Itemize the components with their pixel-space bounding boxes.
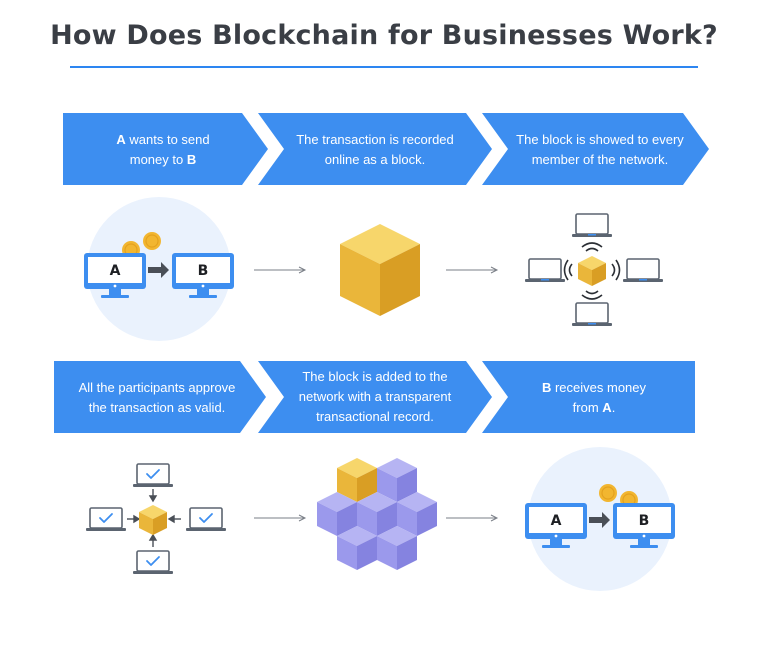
- step-2-text: The transaction is recorded online as a b…: [296, 132, 454, 167]
- laptop-icon: [622, 258, 664, 283]
- laptop-check-icon: [132, 550, 174, 575]
- step-1-line-2-run: B: [187, 152, 196, 167]
- step-1-text: A wants to send money to B: [116, 132, 209, 167]
- step-5-banner: The block is added to the network with a …: [258, 361, 492, 433]
- step-2-line-1-run: The transaction is recorded: [296, 132, 454, 147]
- laptop-check-icon: [132, 463, 174, 488]
- broadcast-network-illustration: [524, 213, 664, 327]
- step-5-line-3-run: transactional record.: [316, 409, 434, 424]
- step-1-line-1-run: wants to send: [126, 132, 210, 147]
- coin-icon: [142, 231, 162, 251]
- receiver-label: B: [198, 263, 209, 279]
- step-6-line-2-run: .: [612, 400, 616, 415]
- step-3-text: The block is showed to every member of th…: [516, 132, 684, 167]
- title-underline: [70, 66, 698, 68]
- step-4-banner: All the participants approve the transact…: [54, 361, 266, 433]
- step-6-line-1-run: B: [542, 380, 551, 395]
- coin-icon: [598, 483, 618, 503]
- sender-label: A: [551, 513, 562, 529]
- step-6-banner: B receives money from A.: [482, 361, 695, 433]
- arrow-right-icon: [148, 262, 169, 278]
- step-5-line-2-run: network with a transparent: [299, 389, 452, 404]
- step-6-line-2-run: from: [573, 400, 603, 415]
- step-6-line-1-run: receives money: [551, 380, 646, 395]
- step-4-line-2-run: the transaction as valid.: [89, 400, 226, 415]
- arrow-icon: [127, 489, 181, 547]
- step-6-line-2-run: A: [602, 400, 612, 415]
- step-4-text: All the participants approve the transact…: [79, 380, 236, 415]
- step-1-banner: A wants to send money to B: [63, 113, 268, 185]
- step-5-text: The block is added to the network with a …: [299, 369, 452, 424]
- connector-arrow-icon: [445, 266, 498, 274]
- step-3-line-2-run: member of the network.: [532, 152, 669, 167]
- connector-arrow-icon: [253, 514, 306, 522]
- sender-label: A: [110, 263, 121, 279]
- step-5-line-1-run: The block is added to the: [302, 369, 447, 384]
- step-3-line-1-run: The block is showed to every: [516, 132, 684, 147]
- step-3-banner: The block is showed to every member of th…: [482, 113, 709, 185]
- laptop-icon: [524, 258, 566, 283]
- validation-network-illustration: [85, 463, 227, 575]
- laptop-check-icon: [85, 507, 127, 532]
- step-4-line-1-run: All the participants approve: [79, 380, 236, 395]
- step-1-line-2-run: money to: [130, 152, 187, 167]
- page-title: How Does Blockchain for Businesses Work?: [50, 20, 718, 51]
- laptop-icon: [571, 213, 613, 238]
- arrow-right-icon: [589, 512, 610, 528]
- laptop-icon: [571, 302, 613, 327]
- step-2-line-2-run: online as a block.: [325, 152, 425, 167]
- block-cube-icon: [578, 256, 606, 286]
- receiver-label: B: [639, 513, 650, 529]
- block-cluster-icon: [317, 458, 437, 570]
- laptop-check-icon: [185, 507, 227, 532]
- signal-waves-icon: [563, 242, 621, 300]
- illustration-b-receives: A B: [525, 447, 675, 591]
- step-6-text: B receives money from A.: [542, 380, 647, 415]
- connector-arrow-icon: [445, 514, 498, 522]
- connector-arrow-icon: [253, 266, 306, 274]
- block-cube-icon: [340, 224, 420, 316]
- step-2-banner: The transaction is recorded online as a b…: [258, 113, 492, 185]
- block-cube-icon: [139, 505, 167, 535]
- illustration-a-sends-to-b: A B: [84, 197, 234, 341]
- step-1-line-1-run: A: [116, 132, 126, 147]
